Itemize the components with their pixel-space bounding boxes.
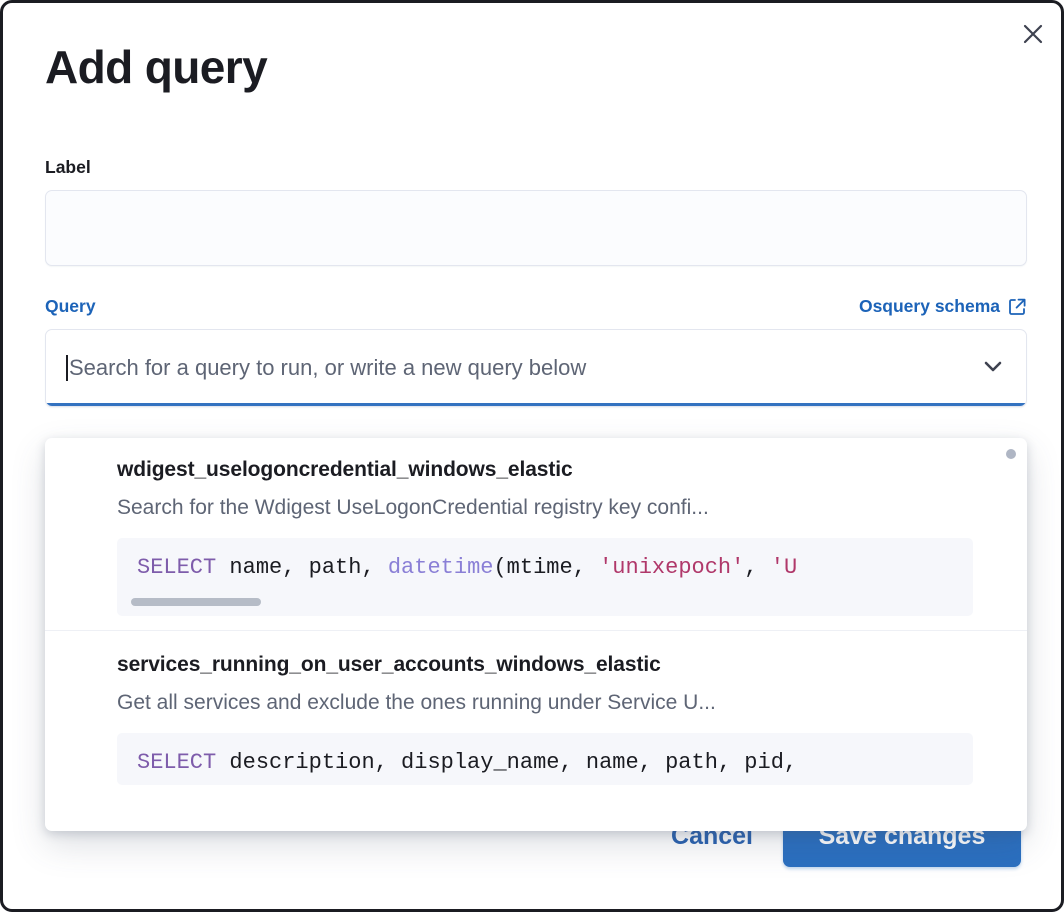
suggestion-description: Search for the Wdigest UseLogonCredentia… bbox=[117, 496, 709, 519]
suggestion-code-line: SELECT name, path, datetime(mtime, 'unix… bbox=[137, 555, 798, 580]
query-search-combobox[interactable]: Search for a query to run, or write a ne… bbox=[45, 329, 1027, 408]
query-field-label: Query bbox=[45, 296, 96, 317]
modal-body: Add query Label Query Osquery schema Sea… bbox=[3, 3, 1061, 408]
query-row: Query Osquery schema bbox=[45, 296, 1027, 317]
text-caret bbox=[66, 355, 68, 382]
osquery-schema-link-label: Osquery schema bbox=[858, 296, 1000, 317]
suggestion-description: Get all services and exclude the ones ru… bbox=[117, 691, 716, 714]
page-title: Add query bbox=[45, 41, 268, 93]
query-suggestions-dropdown[interactable]: wdigest_uselogoncredential_windows_elast… bbox=[45, 438, 1027, 831]
suggestion-title: wdigest_uselogoncredential_windows_elast… bbox=[117, 458, 573, 481]
suggestion-code-line: SELECT description, display_name, name, … bbox=[137, 750, 798, 775]
list-item[interactable]: wdigest_uselogoncredential_windows_elast… bbox=[45, 438, 1027, 616]
close-button[interactable] bbox=[1015, 16, 1051, 52]
label-input[interactable] bbox=[45, 190, 1027, 267]
osquery-schema-link[interactable]: Osquery schema bbox=[859, 296, 1027, 317]
label-field-label: Label bbox=[45, 157, 91, 178]
dropdown-scrollbar[interactable] bbox=[1006, 449, 1016, 459]
suggestion-code-block[interactable]: SELECT name, path, datetime(mtime, 'unix… bbox=[117, 538, 973, 616]
suggestion-title: services_running_on_user_accounts_window… bbox=[117, 653, 661, 676]
suggestion-code-block[interactable]: SELECT description, display_name, name, … bbox=[117, 733, 973, 785]
query-search-placeholder: Search for a query to run, or write a ne… bbox=[69, 355, 587, 381]
list-item[interactable]: services_running_on_user_accounts_window… bbox=[45, 630, 1027, 785]
external-link-icon bbox=[1008, 297, 1027, 316]
chevron-down-icon[interactable] bbox=[978, 351, 1008, 386]
close-icon bbox=[1022, 23, 1044, 45]
code-horizontal-scrollbar[interactable] bbox=[131, 598, 261, 606]
